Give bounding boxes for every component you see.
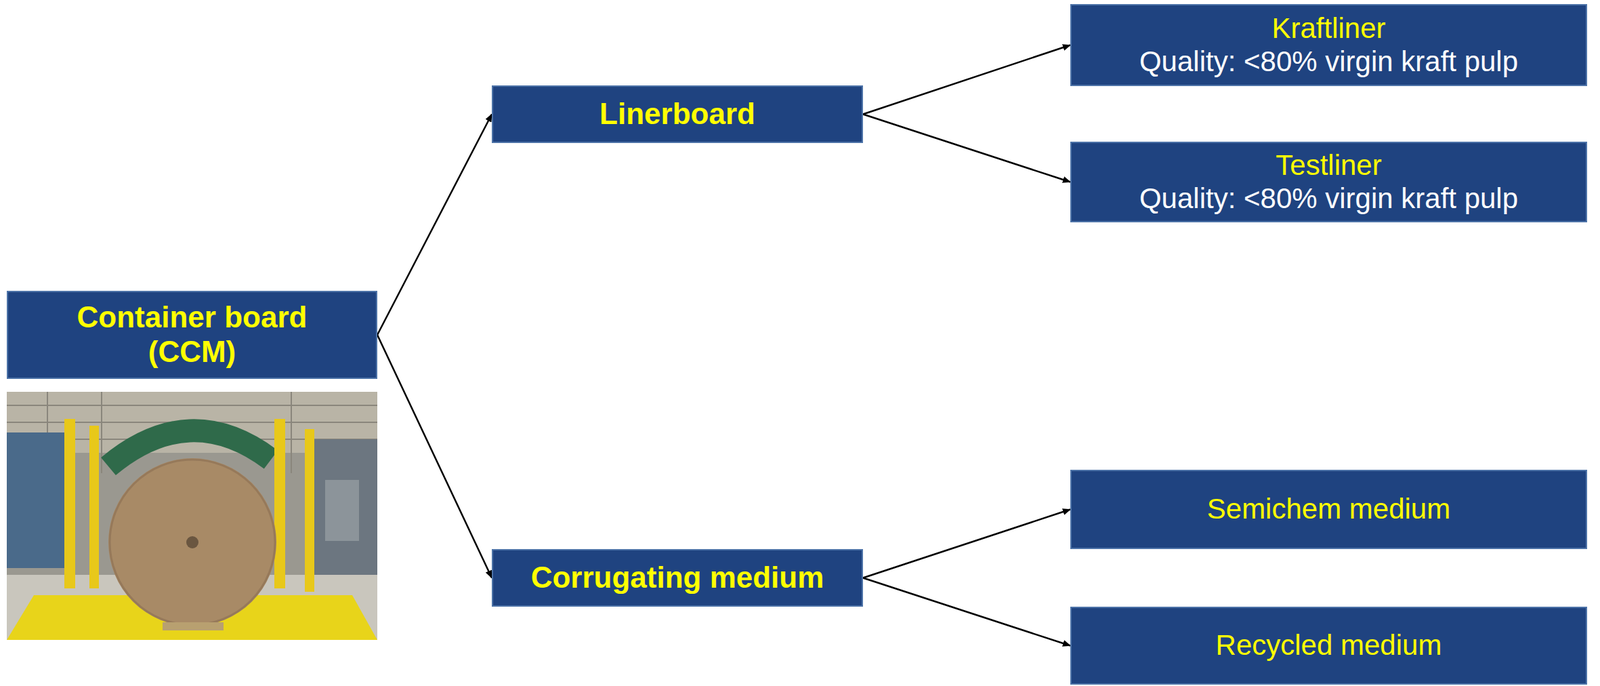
type-box: KraftlinerQuality: <80% virgin kraft pul…	[1070, 4, 1588, 87]
box-title: Testliner	[1275, 149, 1382, 182]
box-title: Linerboard	[599, 96, 756, 132]
type-box: Recycled medium	[1070, 606, 1588, 685]
arrow-connector	[862, 114, 1071, 183]
arrow-connector	[862, 577, 1071, 646]
arrow-connector	[377, 114, 492, 336]
category-box: Corrugating medium	[491, 548, 863, 607]
type-box: Semichem medium	[1070, 469, 1588, 549]
type-box: TestlinerQuality: <80% virgin kraft pulp	[1070, 141, 1588, 223]
arrow-connector	[377, 334, 492, 578]
box-title: Recycled medium	[1215, 628, 1443, 662]
box-detail: Quality: <80% virgin kraft pulp	[1139, 45, 1519, 78]
box-detail: Quality: <80% virgin kraft pulp	[1139, 182, 1519, 215]
root-box: Container board (CCM)	[6, 290, 378, 379]
box-title: Kraftliner	[1271, 12, 1386, 45]
arrow-connector	[862, 45, 1071, 115]
box-title: Corrugating medium	[531, 560, 825, 595]
category-box: Linerboard	[491, 85, 863, 143]
paper-roll-photo	[6, 391, 378, 640]
arrow-connector	[862, 509, 1071, 578]
box-title: Semichem medium	[1207, 492, 1451, 525]
box-title: Container board (CCM)	[50, 300, 335, 369]
